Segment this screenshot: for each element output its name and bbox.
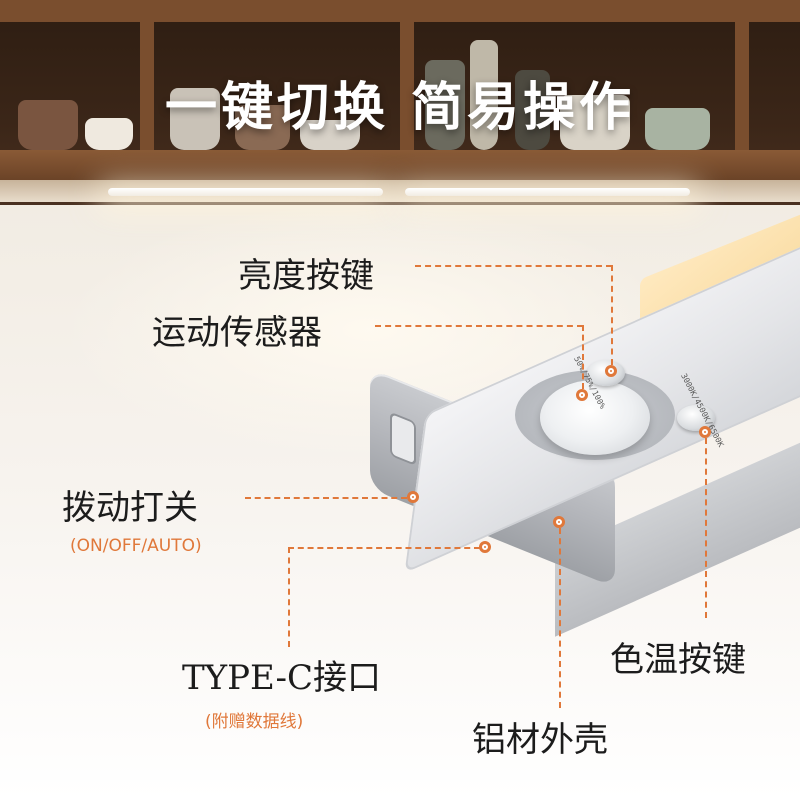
- leader-line: [611, 265, 613, 365]
- headline: 一键切换 简易操作: [164, 78, 636, 138]
- cabinet-backdrop: [0, 0, 800, 205]
- callout-dot: [605, 365, 617, 377]
- callout-typec-note: (附赠数据线): [205, 712, 304, 732]
- callout-dot: [699, 426, 711, 438]
- motion-sensor-dome: [540, 380, 650, 455]
- callout-dot: [407, 491, 419, 503]
- callout-dot: [576, 389, 588, 401]
- light-bar-device: 50%/75%/100% 3000K/4500K/6500K: [365, 226, 800, 637]
- leader-line: [288, 547, 480, 549]
- callout-aluminum-shell: 铝材外壳: [472, 720, 608, 760]
- callout-toggle-modes: (ON/OFF/AUTO): [70, 536, 202, 556]
- toggle-switch: [390, 411, 416, 467]
- callout-typec-port: TYPE-C接口: [182, 658, 381, 698]
- callout-motion-sensor: 运动传感器: [152, 313, 322, 353]
- leader-line: [582, 325, 584, 389]
- leader-line: [245, 497, 407, 499]
- leader-line: [375, 325, 583, 327]
- callout-brightness-button: 亮度按键: [238, 256, 374, 296]
- callout-dot: [479, 541, 491, 553]
- callout-color-temp-button: 色温按键: [610, 640, 746, 680]
- callout-dot: [553, 516, 565, 528]
- leader-line: [705, 438, 707, 618]
- callout-toggle-switch: 拨动打关: [62, 488, 198, 528]
- leader-line: [415, 265, 612, 267]
- leader-line: [288, 547, 290, 647]
- leader-line: [559, 528, 561, 708]
